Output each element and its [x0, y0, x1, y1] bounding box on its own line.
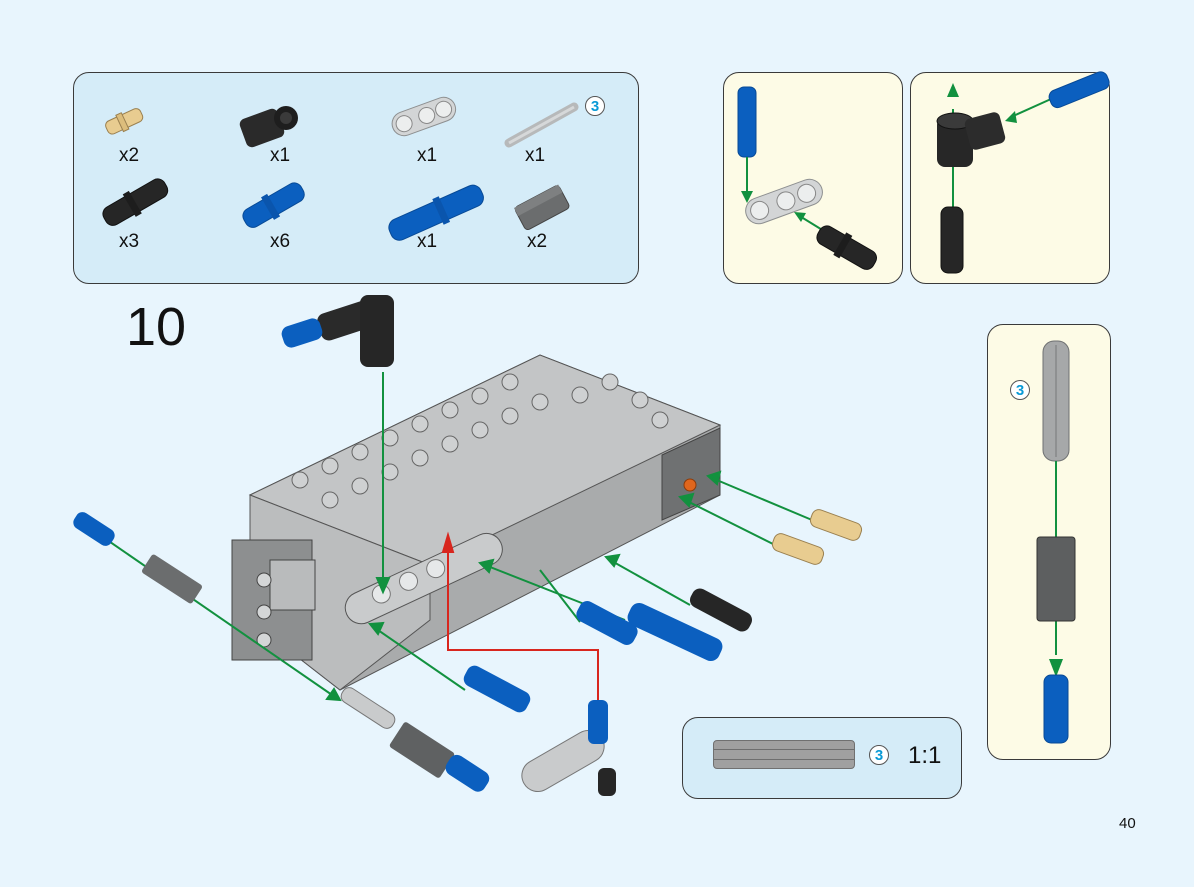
axle-scale-bar — [713, 740, 855, 769]
black-pin-icon — [102, 178, 169, 226]
scale-ratio: 1:1 — [908, 742, 942, 769]
subassembly-1-illustration — [737, 86, 877, 270]
part-quantity: x2 — [119, 145, 140, 166]
red-arrow — [441, 531, 599, 700]
black-angle-connector-icon — [239, 106, 298, 148]
studs — [291, 373, 669, 509]
subassembly-panel-1 — [723, 72, 903, 284]
parts-illustrations — [102, 96, 579, 241]
part-quantity: x6 — [270, 231, 291, 252]
part-quantity: x1 — [417, 145, 438, 166]
parts-list-panel: 3 x2 x1 x1 x1 x3 x6 x1 x2 — [73, 72, 639, 284]
part-quantity: x3 — [119, 231, 140, 252]
part-quantity: x1 — [270, 145, 291, 166]
axle-icon — [504, 102, 579, 148]
page-number: 40 — [1119, 815, 1136, 832]
axle-length-callout: 3 — [585, 96, 605, 116]
hub-brick — [248, 354, 722, 691]
axle-length-callout: 3 — [869, 745, 889, 765]
assembly-arrows — [99, 372, 813, 702]
step-number: 10 — [126, 297, 187, 357]
subassembly-2-illustration — [936, 71, 1110, 274]
scale-reference-panel: 3 — [682, 717, 962, 799]
loose-parts — [73, 509, 863, 796]
top-angle-connector — [281, 295, 394, 367]
blue-long-pin-icon — [388, 184, 484, 241]
beam — [344, 532, 503, 625]
axle-connector-icon — [514, 184, 570, 231]
blue-pin-icon — [242, 182, 305, 228]
cross-block-icon — [391, 96, 457, 137]
axle-length-callout: 3 — [1010, 380, 1030, 400]
subassembly-3-illustration — [1036, 340, 1076, 744]
subassembly-panel-2 — [910, 71, 1110, 284]
subassembly-panel-3: 3 — [987, 324, 1111, 760]
tan-pin-icon — [105, 108, 144, 135]
part-quantity: x2 — [527, 231, 548, 252]
part-quantity: x1 — [417, 231, 438, 252]
side-connector-blocks — [231, 539, 316, 661]
part-quantity: x1 — [525, 145, 546, 166]
